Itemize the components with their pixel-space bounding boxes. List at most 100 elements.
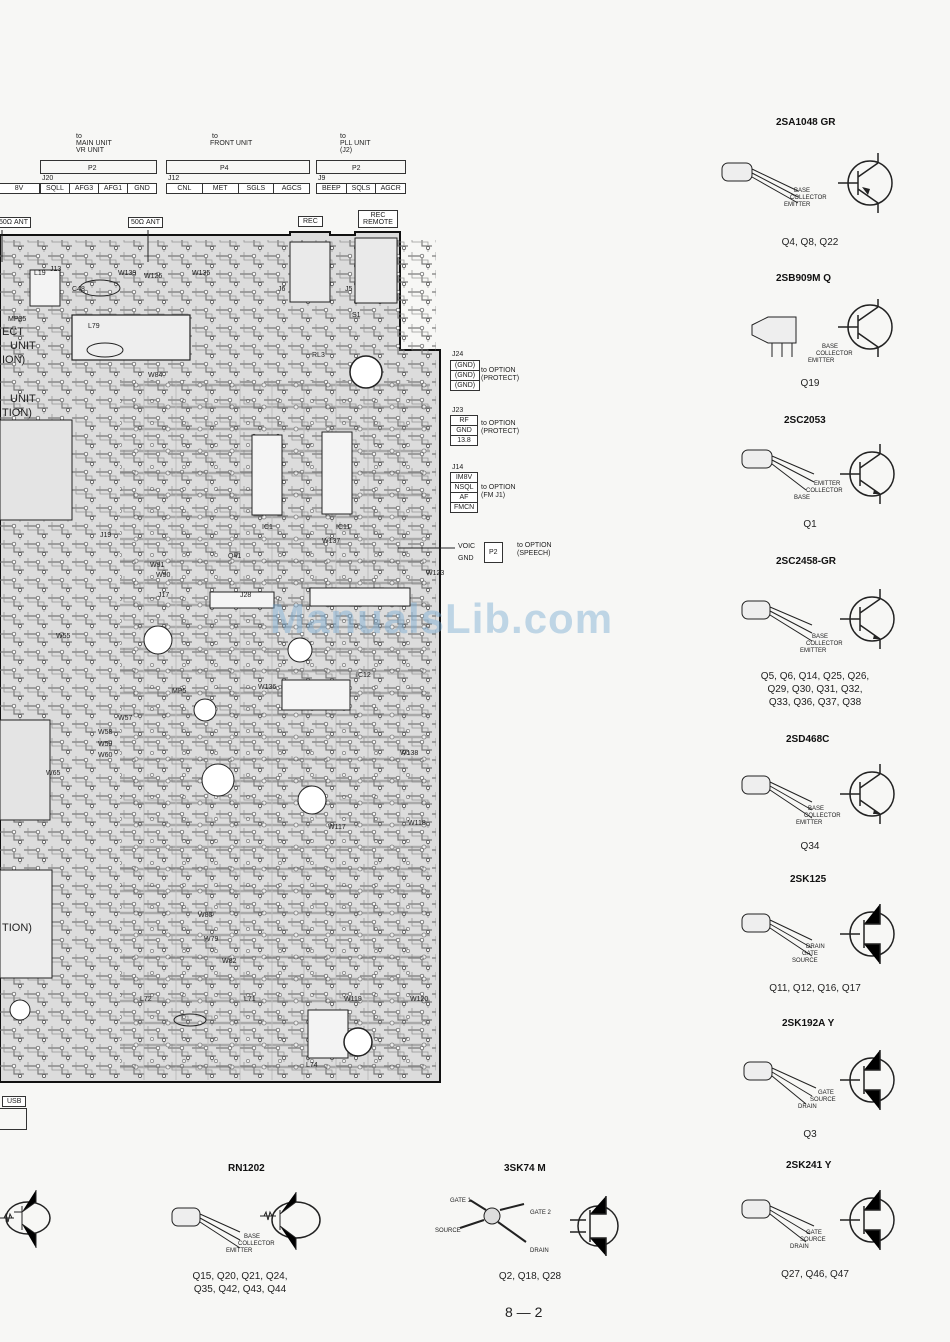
- j23-pin-3: 13.8: [457, 437, 471, 444]
- pin-2sk192a-1: GATE: [818, 1090, 834, 1096]
- pll-unit-name: PLL UNIT: [340, 140, 371, 147]
- pll-unit-to: to: [340, 133, 346, 140]
- main-unit-to: to: [76, 133, 82, 140]
- pll-pin-2: SQLS: [347, 184, 377, 193]
- pin-2sd468c-3: EMITTER: [796, 820, 823, 826]
- board-ref-w59: W59: [98, 741, 113, 748]
- board-ref-rl3: RL3: [312, 352, 325, 359]
- pinout-partial-left: [0, 1190, 51, 1248]
- pin-2sb909m-1: BASE: [822, 344, 839, 350]
- page-number: 8 — 2: [505, 1304, 543, 1320]
- pin-2sd468c-1: BASE: [808, 806, 825, 812]
- refs-2sk125: Q11, Q12, Q16, Q17: [769, 983, 861, 994]
- pinout-2sk192a: [743, 1050, 895, 1110]
- board-ref-w118: W118: [408, 820, 426, 827]
- module-block-8: [307, 1009, 349, 1059]
- pin-2sk125-3: SOURCE: [792, 958, 818, 964]
- j24-label: J24: [452, 351, 464, 358]
- j24-pin-2: (GND): [451, 371, 479, 381]
- j24-pins: (GND) (GND) (GND): [450, 360, 480, 391]
- ic12-body: [281, 679, 351, 711]
- pinout-2sc2458: [741, 589, 895, 649]
- front-unit-plug-frame: [166, 160, 310, 174]
- pin-rn1202-2: COLLECTOR: [238, 1241, 275, 1247]
- pll-pin-1: BEEP: [317, 184, 347, 193]
- pin-3sk74-gate2: GATE 2: [530, 1210, 551, 1216]
- front-unit-plug: P4: [220, 165, 229, 172]
- board-ref-l72: L72: [140, 996, 152, 1003]
- board-ref-j6: J6: [278, 286, 286, 293]
- pin-rn1202-1: BASE: [244, 1234, 261, 1240]
- ic-body-4: [209, 591, 275, 609]
- pll-unit-pin-strip: BEEP SQLS AGCR: [316, 183, 406, 194]
- board-ref-w120: W120: [410, 996, 429, 1003]
- main-unit-plug-frame: [40, 160, 157, 174]
- part-title-2sk241: 2SK241 Y: [786, 1160, 832, 1171]
- board-ref-ic12: IC12: [356, 672, 371, 679]
- refs-rn1202-2: Q35, Q42, Q43, Q44: [193, 1284, 287, 1295]
- coil-3: [173, 1013, 207, 1027]
- pin-2sb909m-2: COLLECTOR: [816, 351, 853, 357]
- board-ref-q41: Q41: [228, 553, 242, 560]
- module-block-4: [354, 237, 398, 304]
- front-unit-pin-strip: CNL MET SGLS AGCS: [166, 183, 310, 194]
- p2-dest: to OPTION (SPEECH): [517, 542, 552, 557]
- refs-2sc2053: Q1: [803, 519, 817, 530]
- part-title-2sk192a: 2SK192A Y: [782, 1018, 835, 1029]
- board-ref-w57: W57: [118, 715, 133, 722]
- ic11-body: [321, 431, 353, 515]
- pll-unit-sub: (J2): [340, 147, 353, 154]
- board-ref-w84: W84: [148, 372, 163, 379]
- pin-2sb909m-3: EMITTER: [808, 358, 835, 364]
- j14-label: J14: [452, 464, 464, 471]
- board-ref-w139: W139: [118, 270, 137, 277]
- j23-pin-2: GND: [451, 426, 477, 436]
- refs-3sk74: Q2, Q18, Q28: [498, 1271, 562, 1282]
- pin-2sa1048-2: COLLECTOR: [790, 195, 827, 201]
- board-ref-w79: W79: [204, 936, 219, 943]
- pinout-2sk125: [741, 904, 895, 964]
- board-text-4: UNIT: [10, 393, 36, 405]
- front-unit-to: to: [212, 133, 218, 140]
- board-ref-w119: W119: [344, 996, 362, 1003]
- refs-2sk192a: Q3: [803, 1129, 817, 1140]
- j24-pin-1: (GND): [451, 361, 479, 371]
- pinout-2sa1048: [721, 153, 893, 213]
- part-title-2sa1048: 2SA1048 GR: [776, 117, 836, 128]
- board-ref-l79: L79: [88, 323, 100, 330]
- pin-2sc2053-1: EMITTER: [814, 481, 841, 487]
- coil-1: [79, 279, 121, 297]
- board-ref-j28: J28: [240, 592, 252, 599]
- round-part-3: [143, 625, 173, 655]
- board-ref-w136: W136: [258, 684, 277, 691]
- pll-unit-jack: J9: [318, 175, 326, 182]
- refs-2sc2458-3: Q33, Q36, Q37, Q38: [768, 697, 862, 708]
- round-part-6: [297, 785, 327, 815]
- pin-rn1202-3: EMITTER: [226, 1248, 253, 1254]
- refs-2sc2458-1: Q5, Q6, Q14, Q25, Q26,: [760, 671, 870, 682]
- board-text-6: TION): [2, 922, 32, 934]
- round-part-4: [201, 763, 235, 797]
- pin-2sc2458-1: BASE: [812, 634, 829, 640]
- board-ref-ic1: IC1: [262, 524, 273, 531]
- board-ref-j5: J5: [345, 286, 353, 293]
- pin-2sk125-2: GATE: [802, 951, 818, 957]
- front-pin-2: MET: [203, 184, 239, 193]
- board-ref-w80: W80: [198, 912, 213, 919]
- coil-2: [86, 342, 124, 358]
- round-part-5: [287, 637, 313, 663]
- board-ref-w55: W55: [56, 633, 71, 640]
- pin-2sc2458-3: EMITTER: [800, 648, 827, 654]
- board-ref-l71: L71: [244, 996, 256, 1003]
- pin-2sa1048-3: EMITTER: [784, 202, 811, 208]
- board-text-3: ION): [2, 354, 26, 366]
- module-block-5: [0, 869, 53, 979]
- ic-body-5: [309, 587, 411, 607]
- round-part-8: [193, 698, 217, 722]
- module-block-7: [0, 719, 51, 821]
- refs-2sk241: Q27, Q46, Q47: [781, 1269, 849, 1280]
- board-ref-s1: S1: [352, 312, 361, 319]
- p2-box: P2: [484, 542, 503, 563]
- j14-dest: to OPTION (FM J1): [481, 484, 516, 499]
- board-ref-l19: L19: [34, 270, 46, 277]
